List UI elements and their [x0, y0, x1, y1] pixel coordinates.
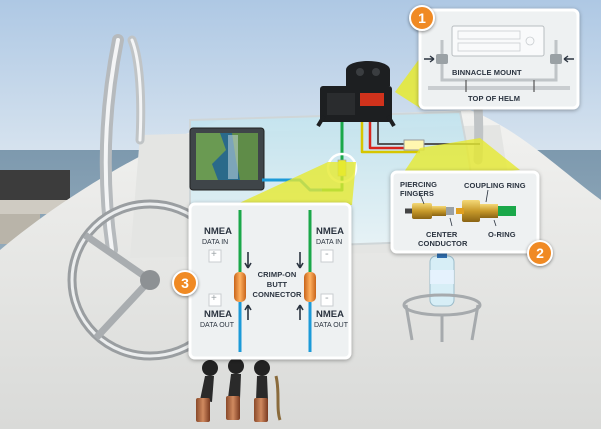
callout-badge-2: 2 — [527, 240, 553, 266]
coupling-ring-label: COUPLING RING — [464, 181, 526, 190]
nmea-out-left-title: NMEA — [204, 309, 232, 320]
callout-coax-connector — [390, 170, 540, 254]
nmea-in-right-title: NMEA — [316, 226, 344, 237]
polarity-minus-bottom-right: - — [325, 292, 329, 304]
crimp-label-line3: CONNECTOR — [252, 290, 302, 299]
crimp-label-line2: BUTT — [266, 280, 288, 289]
polarity-plus-top-left: + — [211, 249, 217, 260]
center-conductor-label-line1: CENTER — [426, 230, 458, 239]
nmea-out-right-title: NMEA — [316, 309, 344, 320]
center-conductor-label-line2: CONDUCTOR — [418, 239, 468, 248]
chartplotter-icon — [189, 127, 265, 191]
ignition-keys-icon — [196, 358, 282, 422]
binnacle-mount-label: BINNACLE MOUNT — [452, 68, 522, 77]
nmea-in-right-subtitle: DATA IN — [316, 239, 343, 246]
beam-callout-2 — [400, 138, 520, 178]
top-of-helm-label: TOP OF HELM — [468, 94, 521, 103]
nmea-out-left-subtitle: DATA OUT — [200, 322, 234, 329]
polarity-minus-top-right: - — [325, 248, 329, 260]
callout-badge-3: 3 — [172, 270, 198, 296]
crimp-label-line1: CRIMP-ON — [257, 270, 297, 279]
piercing-fingers-label-line2: FINGERS — [400, 189, 435, 198]
vhf-radio-icon — [316, 61, 396, 128]
callout-binnacle-mount — [418, 8, 580, 110]
callout-badge-1: 1 — [409, 5, 435, 31]
nmea-out-right-subtitle: DATA OUT — [314, 322, 348, 329]
beam-callout-1 — [395, 58, 420, 108]
beam-callout-3 — [235, 162, 356, 205]
nmea-in-left-title: NMEA — [204, 226, 232, 237]
piercing-fingers-label-line1: PIERCING — [400, 180, 438, 189]
water-bottle-icon — [429, 248, 455, 307]
polarity-plus-bottom-left: + — [211, 293, 217, 304]
cup-holder-icon — [402, 293, 482, 342]
nmea-in-left-subtitle: DATA IN — [202, 239, 229, 246]
o-ring-label: O-RING — [488, 230, 516, 239]
